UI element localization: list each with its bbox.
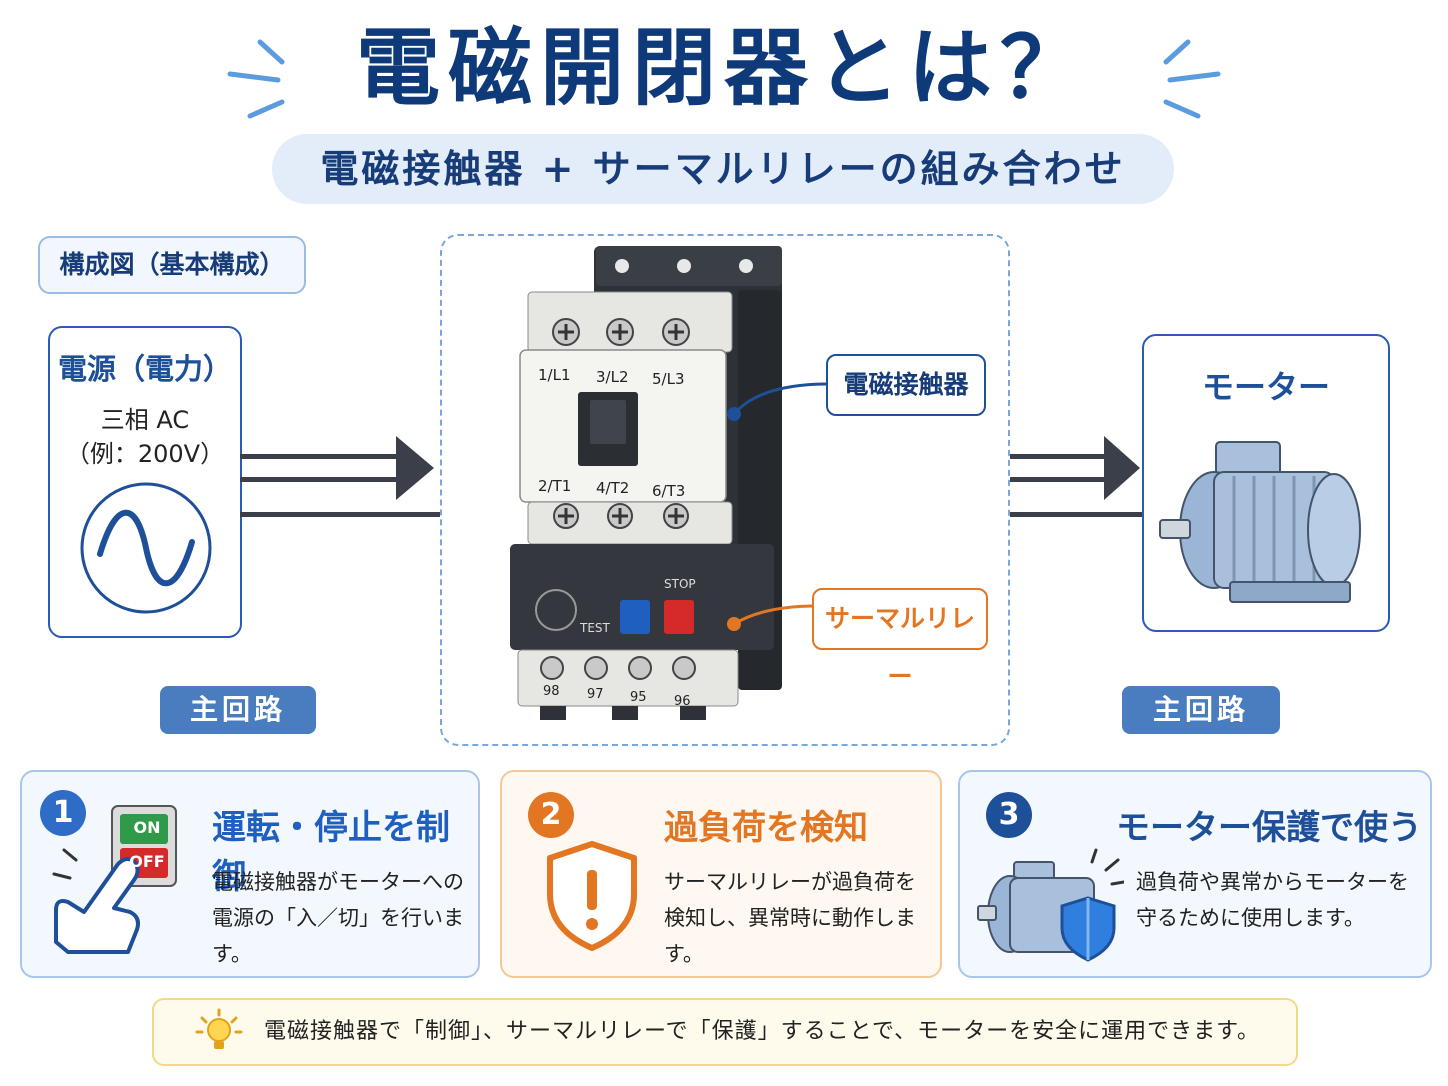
on-label: ON bbox=[133, 818, 161, 837]
contactor-callout: 電磁接触器 bbox=[826, 354, 986, 416]
page-title: 電磁開閉器とは？ bbox=[355, 19, 1092, 117]
card-number: 2 bbox=[528, 792, 574, 838]
terminal-label: 5/L3 bbox=[652, 370, 685, 388]
ac-wave-icon bbox=[80, 482, 212, 614]
input-wires bbox=[240, 436, 440, 517]
power-source-phase: 三相 AC bbox=[100, 406, 190, 434]
tip-text: 電磁接触器で「制御」、サーマルリレーで「保護」することで、モーターを安全に運用で… bbox=[264, 1019, 1260, 1044]
terminal-label: 6/T3 bbox=[652, 482, 686, 500]
stop-label: STOP bbox=[664, 577, 696, 591]
power-source-title: 電源（電力） bbox=[57, 352, 232, 386]
motor-panel: モーター bbox=[1142, 334, 1390, 632]
motor-icon bbox=[1159, 441, 1361, 603]
card-protection: 3 モーター保護で使う 過負荷や異常からモーターを 守るために使用します。 bbox=[958, 770, 1432, 978]
card-title: 過負荷を検知 bbox=[664, 808, 868, 848]
card-title: 運転・停止を制御 bbox=[212, 808, 450, 897]
output-wires bbox=[1010, 436, 1142, 517]
magnetic-switch-device bbox=[510, 246, 782, 720]
card-text: 検知し、異常時に動作します。 bbox=[664, 906, 916, 966]
sparkle-right-icon bbox=[1163, 39, 1221, 119]
card-control: 1 ON OFF 運転・停止を制御 電磁接触器がモーターへの 電源の「入／切」を… bbox=[20, 770, 480, 978]
card-title: モーター保護で使う bbox=[1116, 808, 1422, 848]
lightbulb-icon bbox=[195, 1008, 243, 1049]
main-circuit-left-badge: 主回路 bbox=[160, 686, 316, 734]
subtitle: 電磁接触器 + サーマルリレーの組み合わせ bbox=[272, 134, 1174, 204]
terminal-label: 3/L2 bbox=[596, 368, 629, 386]
off-label: OFF bbox=[129, 852, 165, 871]
card-text: 電磁接触器がモーターへの bbox=[212, 870, 464, 894]
terminal-label: 1/L1 bbox=[538, 366, 571, 384]
sparkle-left-icon bbox=[227, 39, 285, 119]
diagram-label: 構成図（基本構成） bbox=[38, 236, 306, 294]
shield-warning-icon bbox=[547, 841, 637, 951]
terminal-label: 2/T1 bbox=[538, 477, 572, 495]
card-text: 過負荷や異常からモーターを bbox=[1136, 870, 1409, 894]
relay-terminal-label: 96 bbox=[674, 694, 691, 709]
test-label: TEST bbox=[580, 621, 610, 635]
card-overload: 2 過負荷を検知 サーマルリレーが過負荷を 検知し、異常時に動作します。 bbox=[500, 770, 942, 978]
thermal-relay-callout: サーマルリレー bbox=[812, 588, 988, 691]
relay-terminal-label: 98 bbox=[543, 684, 560, 699]
device-frame bbox=[440, 234, 1010, 746]
screw-icon bbox=[552, 318, 690, 346]
arrow-right-icon bbox=[1104, 436, 1140, 500]
card-text: 電源の「入／切」を行います。 bbox=[212, 906, 464, 966]
motor-shield-icon bbox=[977, 848, 1124, 962]
tip-bar: 電磁接触器で「制御」、サーマルリレーで「保護」することで、モーターを安全に運用で… bbox=[152, 998, 1298, 1066]
card-text: 守るために使用します。 bbox=[1136, 906, 1365, 930]
main-circuit-right-badge: 主回路 bbox=[1122, 686, 1280, 734]
relay-terminal-label: 95 bbox=[630, 690, 647, 705]
card-text: サーマルリレーが過負荷を bbox=[664, 870, 916, 894]
callout-leaders bbox=[727, 382, 829, 631]
card-number: 3 bbox=[986, 792, 1032, 838]
relay-terminal-label: 97 bbox=[587, 687, 604, 702]
power-source-panel: 電源（電力） 三相 AC （例：200V） bbox=[48, 326, 242, 638]
arrow-right-icon bbox=[396, 436, 434, 500]
on-off-switch-icon bbox=[52, 805, 177, 954]
card-number: 1 bbox=[40, 790, 86, 836]
terminal-label: 4/T2 bbox=[596, 479, 630, 497]
power-source-voltage: （例：200V） bbox=[65, 440, 225, 468]
motor-title: モーター bbox=[1201, 368, 1330, 406]
